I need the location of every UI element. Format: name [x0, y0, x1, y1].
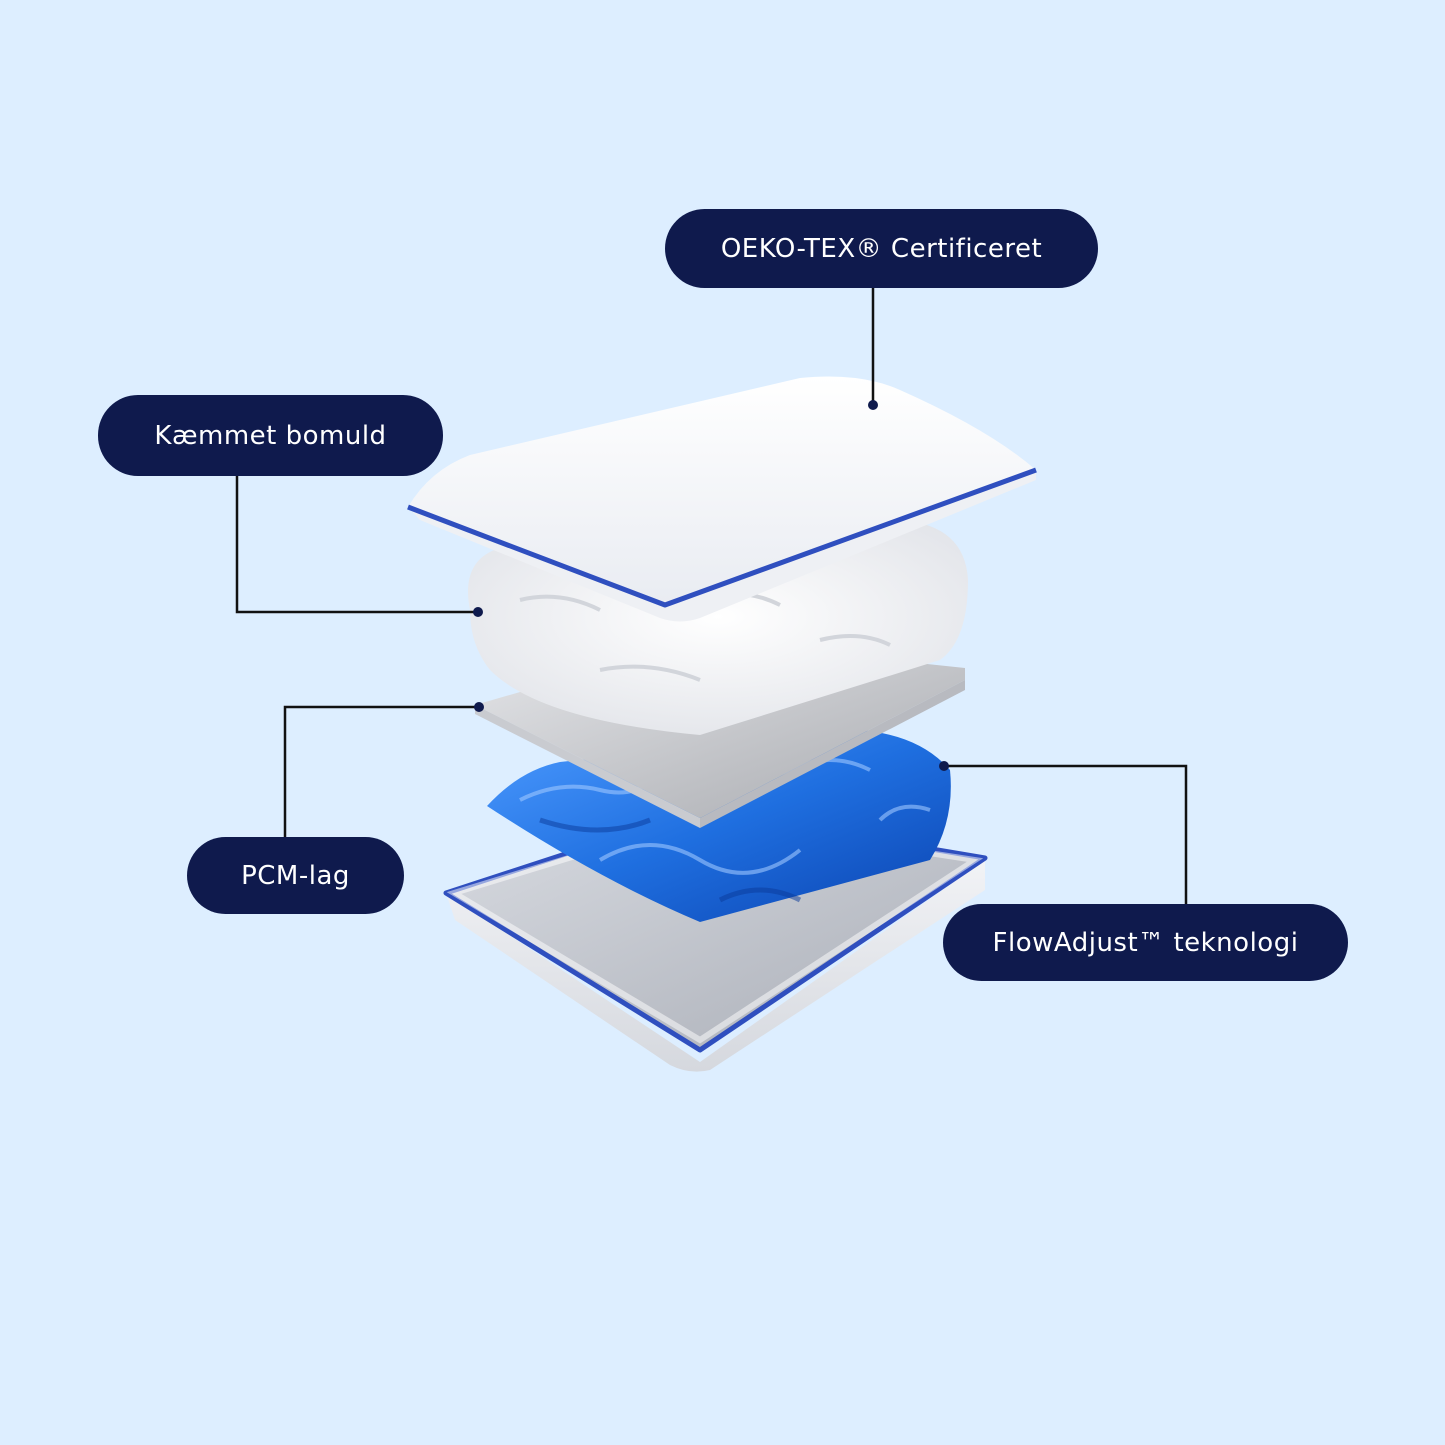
- dot-flow: [939, 761, 949, 771]
- label-oeko-tex-text: OEKO-TEX® Certificeret: [721, 234, 1042, 264]
- label-combed-cotton-text: Kæmmet bomuld: [154, 421, 386, 451]
- label-pcm-layer: PCM-lag: [187, 837, 404, 914]
- label-flowadjust-text: FlowAdjust™ teknologi: [993, 928, 1299, 958]
- label-flowadjust: FlowAdjust™ teknologi: [943, 904, 1348, 981]
- connector-pcm: [285, 707, 479, 837]
- dot-bomuld: [473, 607, 483, 617]
- label-combed-cotton: Kæmmet bomuld: [98, 395, 443, 476]
- label-pcm-layer-text: PCM-lag: [241, 861, 350, 891]
- dot-pcm: [474, 702, 484, 712]
- label-oeko-tex: OEKO-TEX® Certificeret: [665, 209, 1098, 288]
- dot-oeko: [868, 400, 878, 410]
